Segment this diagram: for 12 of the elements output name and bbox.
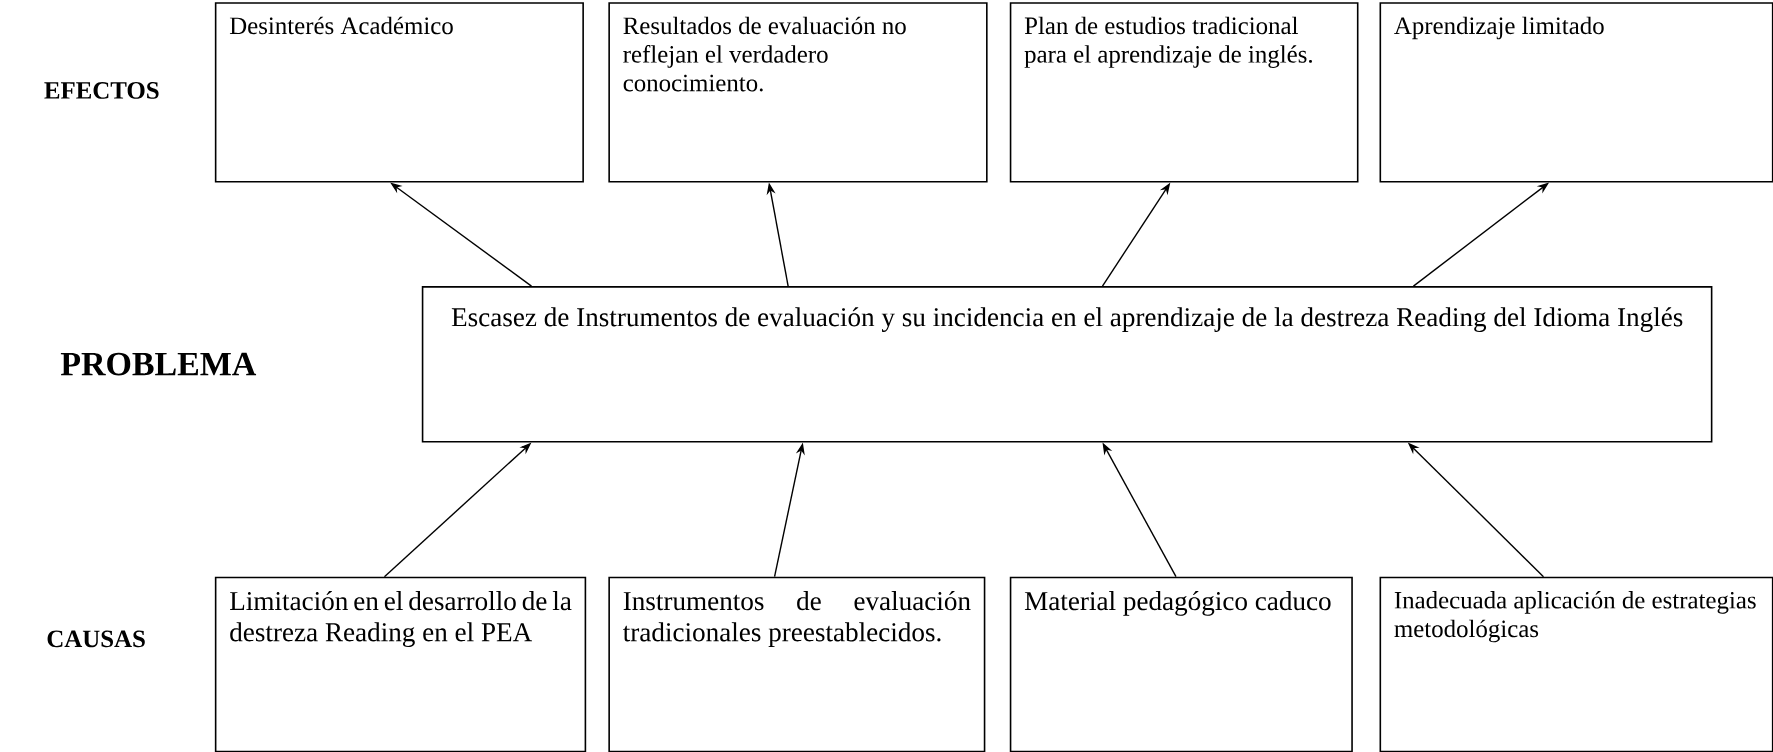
effect-box: Resultados de evaluación no reflejan el verdadero conocimiento. <box>608 2 988 183</box>
cause-box: Inadecuada aplicación de estrategias metodológicas <box>1379 576 1773 752</box>
section-label: CAUSAS <box>47 630 145 648</box>
section-label: EFECTOS <box>44 82 159 99</box>
cause-box: Material pedagógico caduco <box>1009 576 1353 752</box>
cause-box: Limitación en el desarrollo de la destreza Reading en el PEA <box>214 576 587 752</box>
effect-box: Desinterés Académico <box>214 2 584 183</box>
effect-box: Plan de estudios tradicional para el aprendizaje de inglés. <box>1009 2 1359 183</box>
effect-box: Aprendizaje limitado <box>1379 2 1773 183</box>
section-label: PROBLEMA <box>60 352 257 376</box>
problem-box: Escasez de Instrumentos de evaluación y su incidencia en el aprendizaje de la destreza Reading del Idioma Inglés <box>421 286 1713 443</box>
cause-box: Instrumentos de evaluación tradicionales preestablecidos. <box>608 576 986 752</box>
